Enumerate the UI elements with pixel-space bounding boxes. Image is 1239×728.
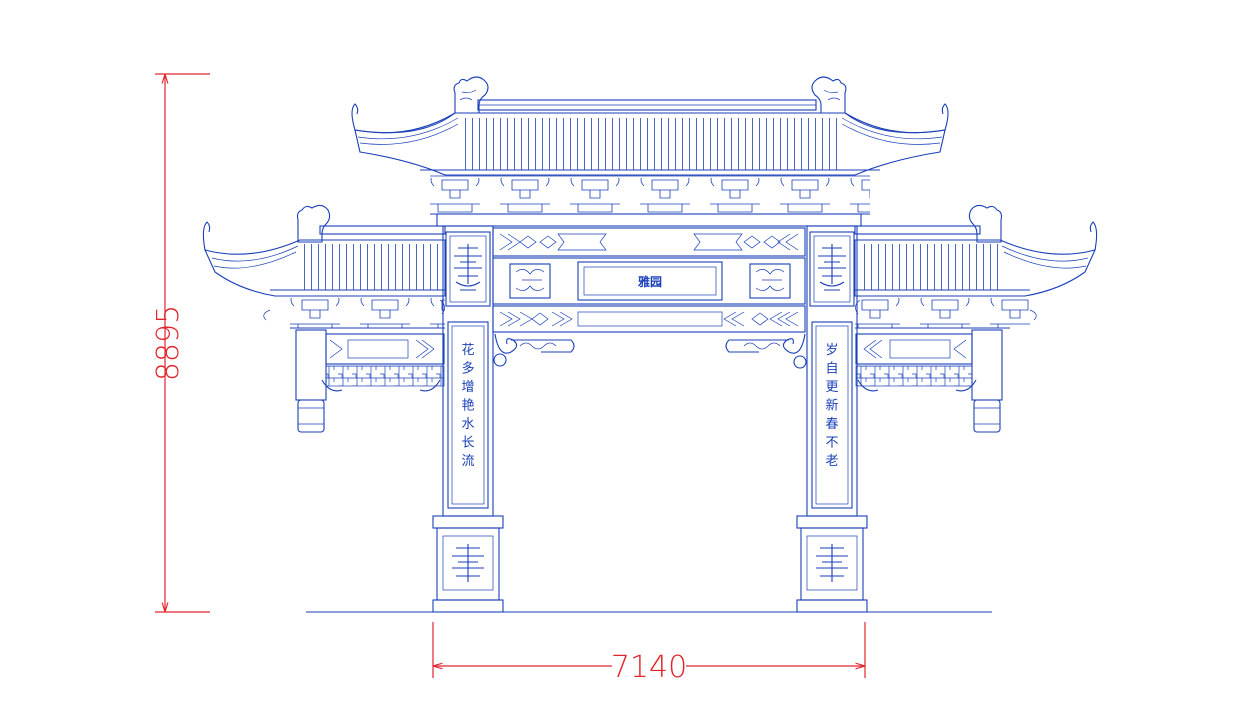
carved-panel-left (509, 263, 551, 299)
left-main-column: 花多增艳水长流 (432, 225, 504, 613)
left-scroll-bracket (494, 333, 575, 354)
left-side-roof (202, 204, 446, 329)
shou-longevity-symbol-icon (454, 244, 482, 291)
right-ridge-beast-icon (811, 76, 847, 114)
carved-panel-right (749, 263, 791, 299)
couplet-right: 岁自更新春不老 (825, 343, 838, 469)
right-scroll-bracket (725, 333, 806, 354)
left-side-ridge-beast-icon (296, 204, 331, 243)
base-longevity-symbol-right-icon (816, 544, 848, 582)
main-entablature: 雅园 (436, 213, 862, 369)
plaque-text: 雅园 (637, 274, 662, 289)
width-dimension: 7140 (432, 622, 866, 685)
width-dimension-text: 7140 (611, 650, 687, 685)
height-dimension-text: 8895 (151, 305, 186, 381)
left-side-bay (295, 329, 445, 433)
central-roof (351, 76, 949, 215)
shou-longevity-symbol-right-icon (818, 244, 846, 291)
base-longevity-symbol-left-icon (452, 544, 484, 582)
name-plaque (577, 261, 723, 301)
left-ridge-beast-icon (453, 76, 489, 114)
couplet-left: 花多增艳水长流 (461, 342, 474, 469)
right-main-column: 岁自更新春不老 (796, 225, 868, 613)
right-side-roof (854, 204, 1098, 329)
right-side-bay (855, 329, 1003, 433)
height-dimension: 8895 (151, 73, 210, 613)
right-side-ridge-beast-icon (968, 204, 1003, 243)
